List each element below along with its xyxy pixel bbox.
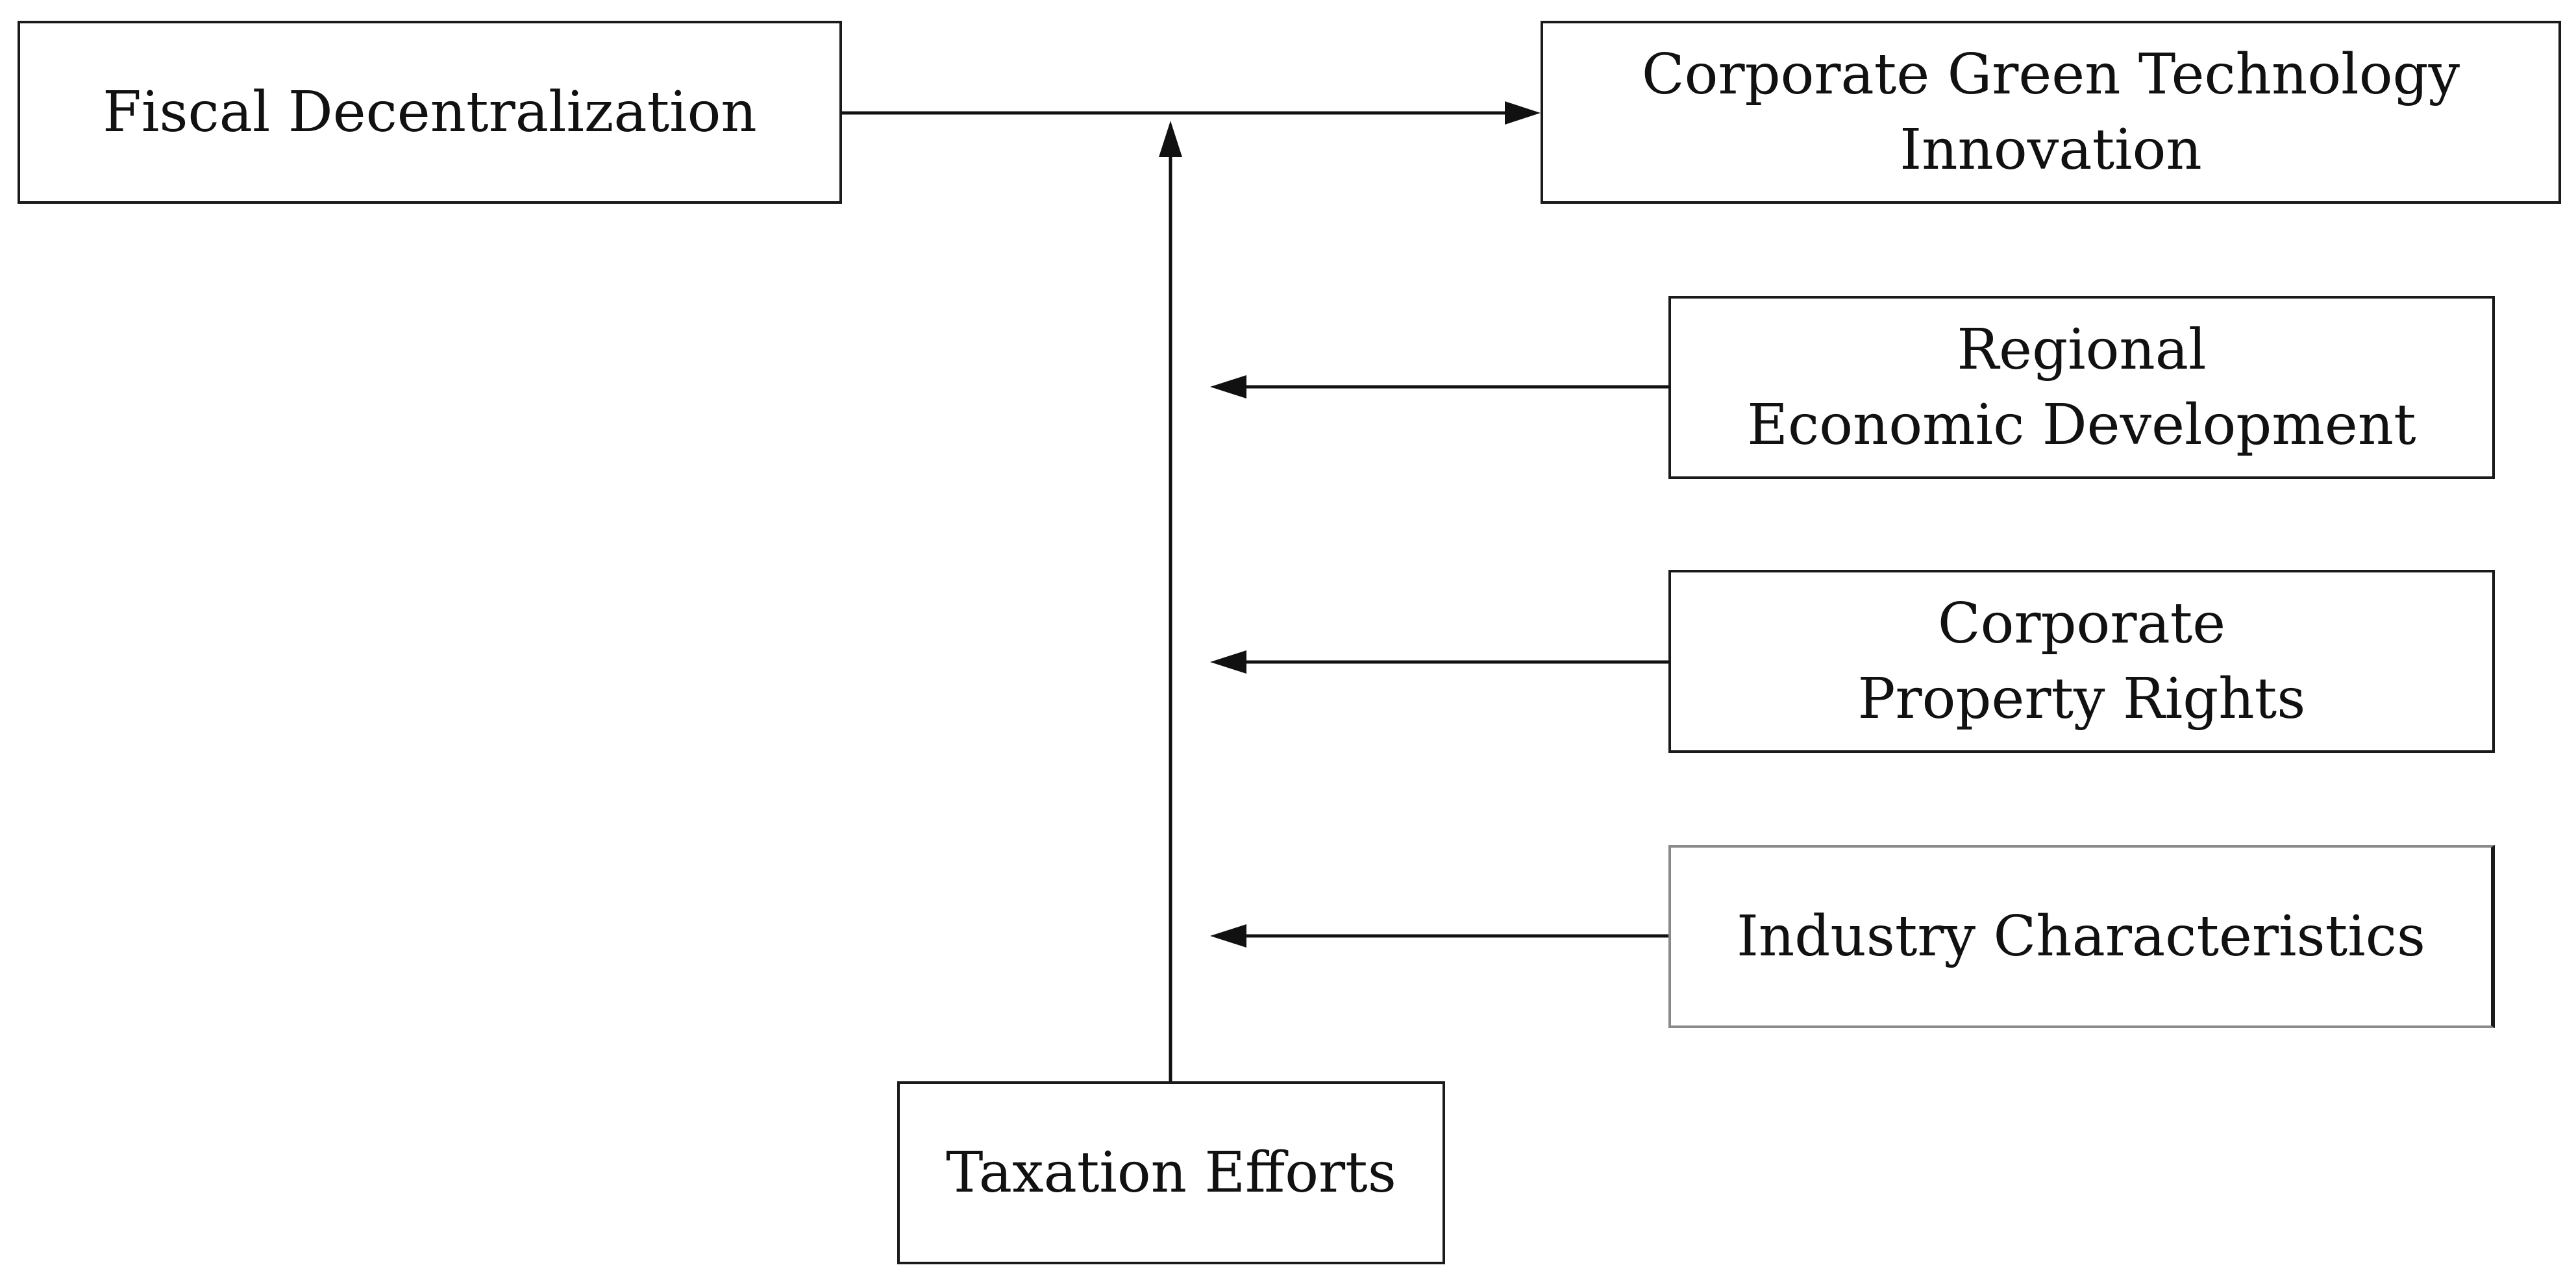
node-label: Fiscal Decentralization (103, 80, 757, 145)
node-label: Regional Economic Development (1747, 317, 2416, 458)
arrowhead-red-to-te-path (1210, 375, 1246, 399)
node-corporate-property-rights: Corporate Property Rights (1668, 570, 2495, 753)
node-label: Corporate Property Rights (1857, 591, 2306, 731)
node-fiscal-decentralization: Fiscal Decentralization (18, 21, 842, 204)
node-taxation-efforts: Taxation Efforts (897, 1081, 1445, 1264)
node-label: Taxation Efforts (946, 1140, 1396, 1205)
node-industry-characteristics: Industry Characteristics (1668, 845, 2495, 1028)
node-label: Industry Characteristics (1736, 904, 2426, 969)
arrowhead-ic-to-te-path (1210, 924, 1246, 948)
arrowhead-fd-to-cgti (1505, 101, 1541, 125)
arrowhead-cpr-to-te-path (1210, 650, 1246, 674)
node-label: Corporate Green Technology Innovation (1641, 42, 2460, 182)
node-corporate-green-technology-innovation: Corporate Green Technology Innovation (1541, 21, 2561, 204)
arrowhead-te-to-main-path (1159, 121, 1182, 157)
node-regional-economic-development: Regional Economic Development (1668, 296, 2495, 479)
